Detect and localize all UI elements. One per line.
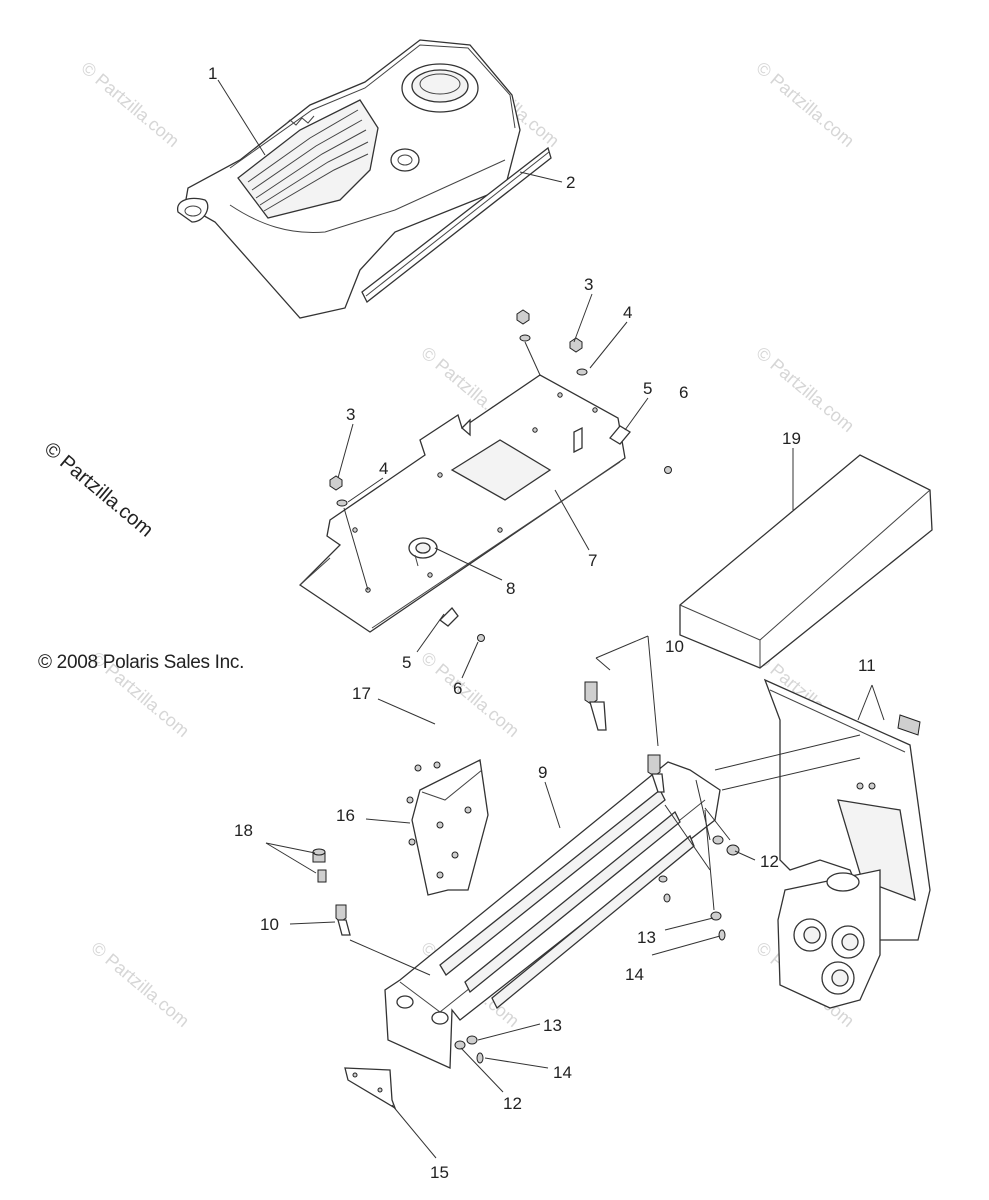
callout-9: 9	[538, 763, 547, 782]
hardware-top-plate	[329, 309, 672, 642]
callout-17: 17	[352, 684, 371, 703]
callout-14: 14	[625, 965, 644, 984]
watermark-text: © Partzilla.com	[87, 938, 193, 1031]
part-16-bracket	[411, 759, 489, 896]
hardware-lower	[312, 681, 876, 1064]
callout-18: 18	[234, 821, 253, 840]
callout-5: 5	[402, 653, 411, 672]
callout-3: 3	[346, 405, 355, 424]
callout-2: 2	[566, 173, 575, 192]
part-1-intake-cover	[177, 39, 521, 319]
part-15-bracket	[344, 1067, 397, 1110]
callout-19: 19	[782, 429, 801, 448]
callout-11: 11	[858, 656, 876, 675]
callout-15: 15	[430, 1163, 449, 1182]
callout-5: 5	[643, 379, 652, 398]
watermark-text: © Partzilla.com	[417, 648, 523, 741]
callout-12: 12	[760, 852, 779, 871]
callout-13: 13	[543, 1016, 562, 1035]
callout-16: 16	[336, 806, 355, 825]
watermark-text: © Partzilla.com	[752, 58, 858, 151]
watermark-text: © Partzilla.com	[752, 343, 858, 436]
right-assembly	[763, 678, 931, 1009]
callout-14: 14	[553, 1063, 572, 1082]
callout-4: 4	[379, 459, 388, 478]
callout-labels: 1 2 3 4 3 4 5 6 19 7 8 5 6 10 11 17 9 16…	[208, 64, 876, 1182]
callout-10: 10	[260, 915, 279, 934]
callout-4: 4	[623, 303, 632, 322]
callout-7: 7	[588, 551, 597, 570]
callout-1: 1	[208, 64, 217, 83]
part-7-plate	[298, 374, 626, 633]
callout-8: 8	[506, 579, 515, 598]
callout-3: 3	[584, 275, 593, 294]
callout-6: 6	[453, 679, 462, 698]
copyright-polaris: © 2008 Polaris Sales Inc.	[38, 652, 245, 673]
callout-12: 12	[503, 1094, 522, 1113]
part-2-seal-strip	[361, 146, 552, 304]
leader-lines	[217, 79, 885, 1159]
part-19-foam-block	[679, 454, 933, 669]
callout-13: 13	[637, 928, 656, 947]
callout-6: 6	[679, 383, 688, 402]
part-8-clamp	[408, 537, 438, 567]
watermark-text: © Partzilla.com	[77, 58, 183, 151]
callout-10: 10	[665, 637, 684, 656]
part-9-floor-plate	[384, 761, 721, 1069]
